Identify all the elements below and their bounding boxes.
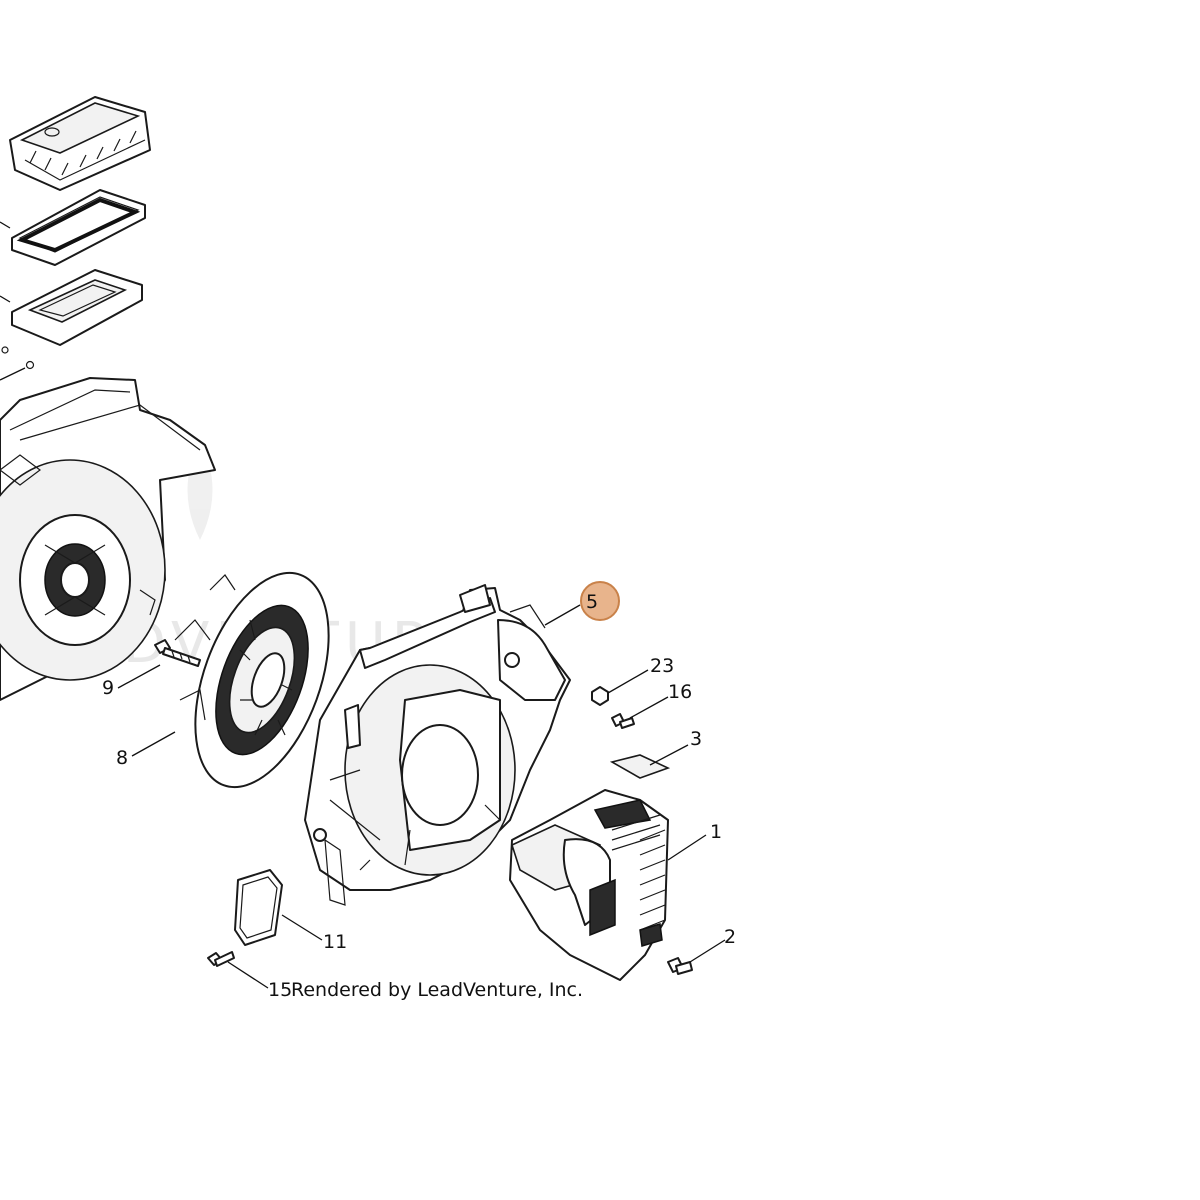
air-filter-cover[interactable] [9, 96, 151, 191]
credit-text: Rendered by LeadVenture, Inc. [291, 979, 583, 1001]
screw-2[interactable] [667, 957, 693, 975]
fan-housing[interactable] [0, 377, 216, 701]
callout-16[interactable]: 16 [668, 681, 692, 703]
callout-3[interactable]: 3 [690, 728, 702, 750]
cover-plate[interactable] [234, 869, 283, 946]
callout-labels: 5 23 16 3 1 2 9 8 11 15 Rendered by Lead… [102, 591, 736, 1001]
callout-15[interactable]: 15 [268, 979, 292, 1001]
bolt-9[interactable] [154, 639, 201, 667]
air-filter-gasket[interactable] [11, 189, 146, 266]
callout-11[interactable]: 11 [323, 931, 347, 953]
screw-15[interactable] [207, 951, 235, 967]
callout-5[interactable]: 5 [586, 591, 598, 613]
air-filter-element[interactable] [11, 269, 143, 346]
decal-3[interactable] [609, 754, 671, 779]
callout-2[interactable]: 2 [724, 926, 736, 948]
callout-9[interactable]: 9 [102, 677, 114, 699]
leader-lines [117, 604, 726, 989]
highlight-marker[interactable] [580, 581, 620, 621]
blower-case[interactable] [304, 584, 571, 906]
callout-1[interactable]: 1 [710, 821, 722, 843]
muffler-cover[interactable] [509, 789, 669, 981]
impeller-fan[interactable] [169, 555, 355, 805]
nut-23[interactable] [591, 686, 609, 706]
screw-16[interactable] [611, 713, 635, 729]
callout-8[interactable]: 8 [116, 747, 128, 769]
callout-23[interactable]: 23 [650, 655, 674, 677]
